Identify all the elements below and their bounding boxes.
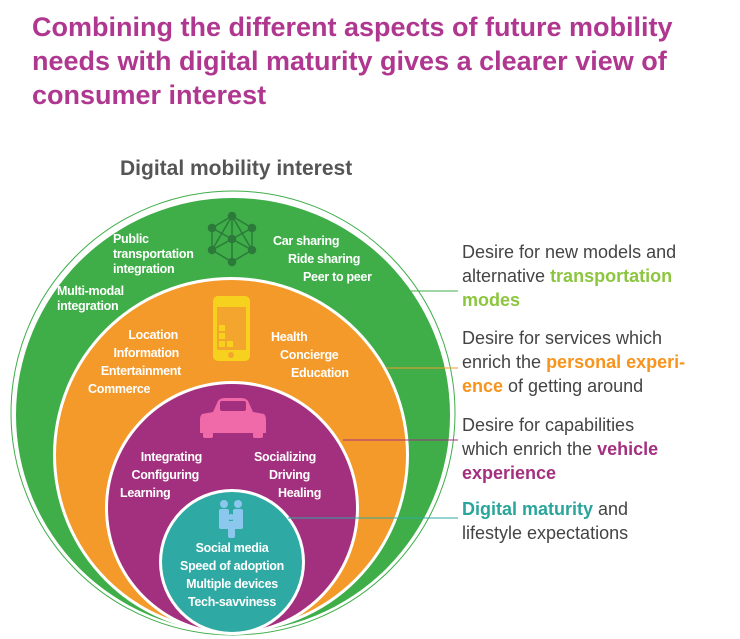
- label-item: Information: [113, 346, 180, 360]
- label-item: integration: [113, 262, 175, 276]
- label-item: Multi-modal: [57, 284, 124, 298]
- desc-text: Desire for services which enrich the: [462, 328, 663, 372]
- smartphone-icon: [213, 296, 250, 361]
- label-item: Driving: [269, 468, 310, 482]
- label-item: Entertainment: [100, 364, 181, 378]
- desc-highlight: transportation modes: [462, 266, 673, 310]
- desc-text: Desire for new models and alternative: [462, 242, 677, 286]
- label-item: Education: [291, 366, 349, 380]
- family-icon: [219, 500, 243, 538]
- description-personal: Desire for services which enrich the per…: [462, 326, 692, 398]
- desc-text: and lifestyle expectations: [462, 499, 629, 543]
- desc-highlight: personal experi-ence: [462, 352, 686, 396]
- label-item: transportation: [113, 247, 194, 261]
- desc-highlight: vehicle experience: [462, 439, 659, 483]
- description-vehicle: Desire for capabilities which enrich the…: [462, 413, 672, 485]
- purple-right-labels: Socializing Driving Healing: [254, 448, 321, 502]
- label-item: Configuring: [131, 468, 199, 482]
- label-item: Peer to peer: [303, 270, 372, 284]
- label-item: Learning: [120, 486, 171, 500]
- network-icon: [207, 211, 257, 267]
- label-item: Tech-savviness: [188, 595, 276, 609]
- label-item: Integrating: [140, 450, 203, 464]
- desc-text: Desire for capabilities which enrich the: [462, 415, 635, 459]
- label-item: integration: [57, 299, 119, 313]
- green-left-label: Public transportation integration: [113, 232, 194, 277]
- car-icon: [200, 398, 266, 438]
- label-item: Healing: [278, 486, 322, 500]
- label-item: Social media: [195, 541, 269, 555]
- label-item: Speed of adoption: [180, 559, 284, 573]
- label-item: Car sharing: [273, 234, 340, 248]
- orange-right-labels: Health Concierge Education: [271, 328, 349, 382]
- green-right-labels: Car sharing Ride sharing Peer to peer: [273, 232, 372, 286]
- teal-labels: Social media Speed of adoption Multiple …: [172, 539, 292, 611]
- diagram-subtitle: Digital mobility interest: [120, 157, 353, 180]
- green-left2-label: Multi-modal integration: [57, 284, 124, 314]
- label-item: Ride sharing: [288, 252, 361, 266]
- description-transportation: Desire for new models and alternative tr…: [462, 240, 732, 312]
- page-title: Combining the different aspects of futur…: [32, 12, 673, 110]
- label-item: Commerce: [88, 382, 151, 396]
- label-item: Socializing: [254, 450, 316, 464]
- green-outline: [10, 190, 456, 636]
- label-item: Multiple devices: [186, 577, 278, 591]
- teal-circle: [162, 492, 302, 632]
- desc-highlight: Digital maturity: [462, 499, 594, 519]
- orange-left-labels: Location Information Entertainment Comme…: [88, 326, 181, 398]
- purple-left-labels: Integrating Configuring Learning: [120, 448, 202, 502]
- label-item: Location: [128, 328, 178, 342]
- desc-text: of getting around: [503, 376, 644, 396]
- label-item: Public: [113, 232, 149, 246]
- label-item: Health: [271, 330, 308, 344]
- label-item: Concierge: [280, 348, 339, 362]
- description-digital-maturity: Digital maturity and lifestyle expectati…: [462, 497, 662, 545]
